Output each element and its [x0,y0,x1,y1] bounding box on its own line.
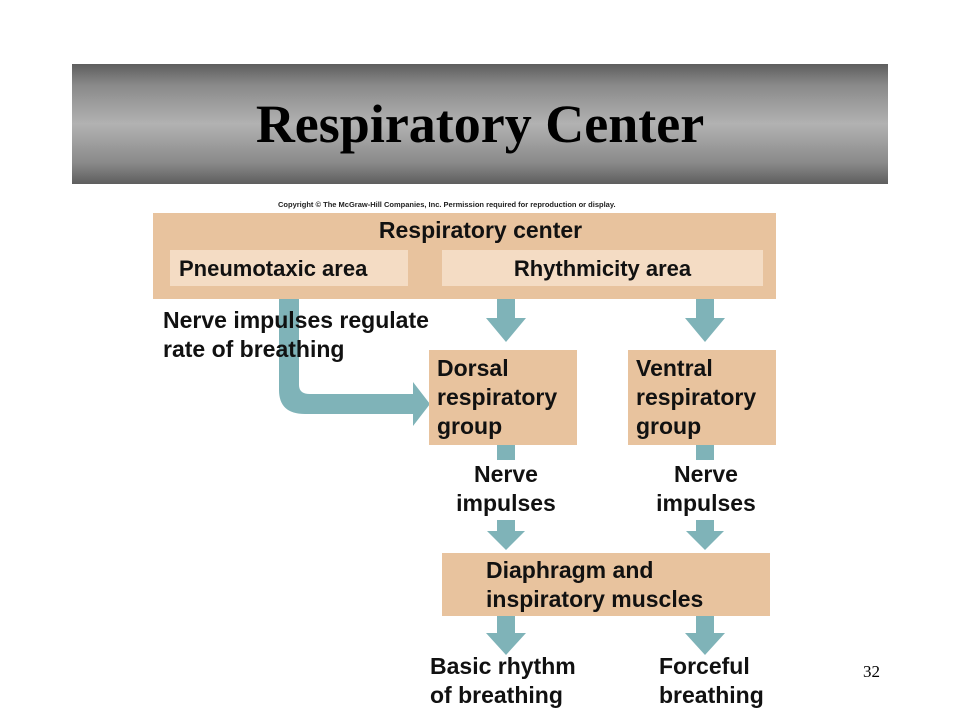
diaphragm-line-1: Diaphragm and [486,557,654,583]
ventral-line-3: group [636,413,702,439]
ventral-down-stub [696,444,714,460]
page-number: 32 [863,662,880,681]
pneumotaxic-area-label: Pneumotaxic area [179,255,368,281]
rhythmicity-area-box: Rhythmicity area [442,250,763,286]
ventral-group-box: Ventral respiratory group [628,350,776,445]
basic-rhythm-line-2: of breathing [430,682,563,708]
forceful-line-2: breathing [659,682,764,708]
rhythmicity-to-ventral-arrow [685,287,725,342]
nerve-impulses-left-line-1: Nerve [474,461,538,487]
nerve-impulses-right-line-2: impulses [656,490,756,516]
basic-rhythm-line-1: Basic rhythm [430,653,576,679]
dorsal-down-stub [497,444,515,460]
left-nerve-to-diaphragm-arrow [487,520,525,550]
respiratory-center-box: Respiratory center Pneumotaxic area Rhyt… [153,213,776,299]
ventral-line-1: Ventral [636,355,713,381]
forceful-line-1: Forceful [659,653,750,679]
diaphragm-to-basic-rhythm-arrow [486,615,526,655]
pneumotaxic-area-box: Pneumotaxic area [170,250,408,286]
diaphragm-box: Diaphragm and inspiratory muscles [442,553,770,616]
dorsal-group-box: Dorsal respiratory group [429,350,577,445]
diaphragm-to-forceful-arrow [685,615,725,655]
copyright-notice: Copyright © The McGraw-Hill Companies, I… [278,200,616,209]
rhythmicity-to-dorsal-arrow [486,287,526,342]
regulate-text-line-1: Nerve impulses regulate [163,307,429,333]
dorsal-line-1: Dorsal [437,355,509,381]
diaphragm-line-2: inspiratory muscles [486,586,704,612]
rhythmicity-area-label: Rhythmicity area [513,255,692,281]
ventral-line-2: respiratory [636,384,757,410]
pneumotaxic-to-dorsal-arrow [279,287,430,426]
nerve-impulses-right-line-1: Nerve [674,461,738,487]
dorsal-line-2: respiratory [437,384,558,410]
dorsal-line-3: group [437,413,503,439]
nerve-impulses-left-line-2: impulses [456,490,556,516]
slide-title: Respiratory Center [255,94,705,154]
title-bar: Respiratory Center [72,64,888,184]
regulate-text-line-2: rate of breathing [163,336,345,362]
respiratory-center-label: Respiratory center [378,217,583,243]
right-nerve-to-diaphragm-arrow [686,520,724,550]
